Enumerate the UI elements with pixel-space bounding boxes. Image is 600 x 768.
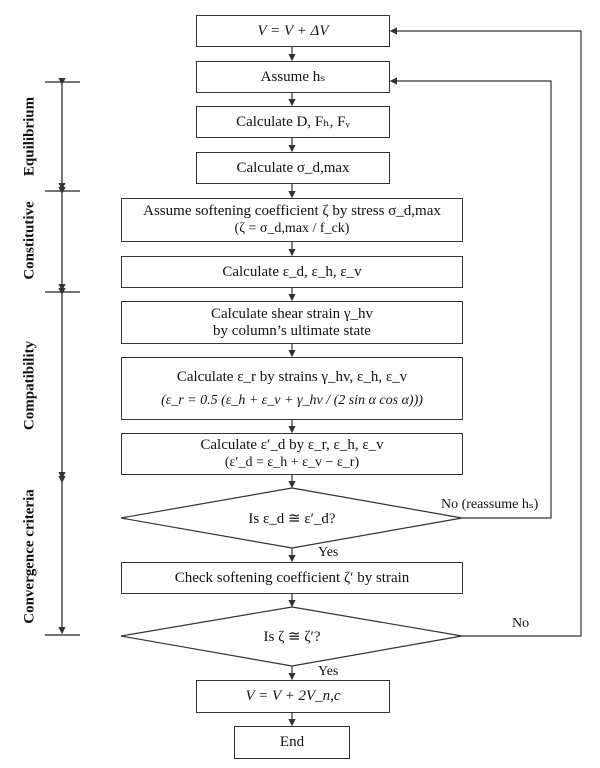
decision-diamond-2 [120,606,463,667]
step-calc-shear: Calculate shear strain γ_hv by column’s … [121,301,463,344]
step-final-v: V = V + 2V_n,c [196,680,390,713]
phase-label-compatibility: Compatibility [21,340,38,431]
step-calc-ed-prime: Calculate ε′_d by ε_r, ε_h, ε_v (ε′_d = … [121,433,463,475]
step-calc-sigma: Calculate σ_d,max [196,152,390,184]
phase-label-constitutive: Constitutive [21,201,38,280]
decision-2-text: Is ζ ≅ ζ′? [263,629,321,645]
phase-label-convergence: Convergence criteria [21,489,38,624]
step-check-softening: Check softening coefficient ζ′ by strain [121,562,463,594]
step-calc-strains: Calculate ε_d, ε_h, ε_v [121,256,463,288]
edge-label-d2-yes: Yes [318,664,339,679]
step-assume-softening: Assume softening coefficient ζ by stress… [121,198,463,242]
step-end: End [234,726,350,759]
decision-1-text: Is ε_d ≅ ε′_d? [248,511,336,527]
step-update-v: V = V + ΔV [196,15,390,47]
step-calc-er: Calculate ε_r by strains γ_hv, ε_h, ε_v … [121,357,463,420]
decision-diamond-1 [120,487,463,549]
phase-label-equilibrium: Equilibrium [21,96,38,177]
edge-label-d1-no: No (reassume hₛ) [441,497,539,512]
step-assume-hs: Assume hₛ [196,61,390,93]
edge-label-d1-yes: Yes [318,545,339,560]
loop-reassume-hs [389,77,552,519]
loop-update-v [389,27,582,637]
edge-label-d2-no: No [512,616,530,631]
step-calc-forces: Calculate D, Fₕ, Fᵥ [196,106,390,138]
